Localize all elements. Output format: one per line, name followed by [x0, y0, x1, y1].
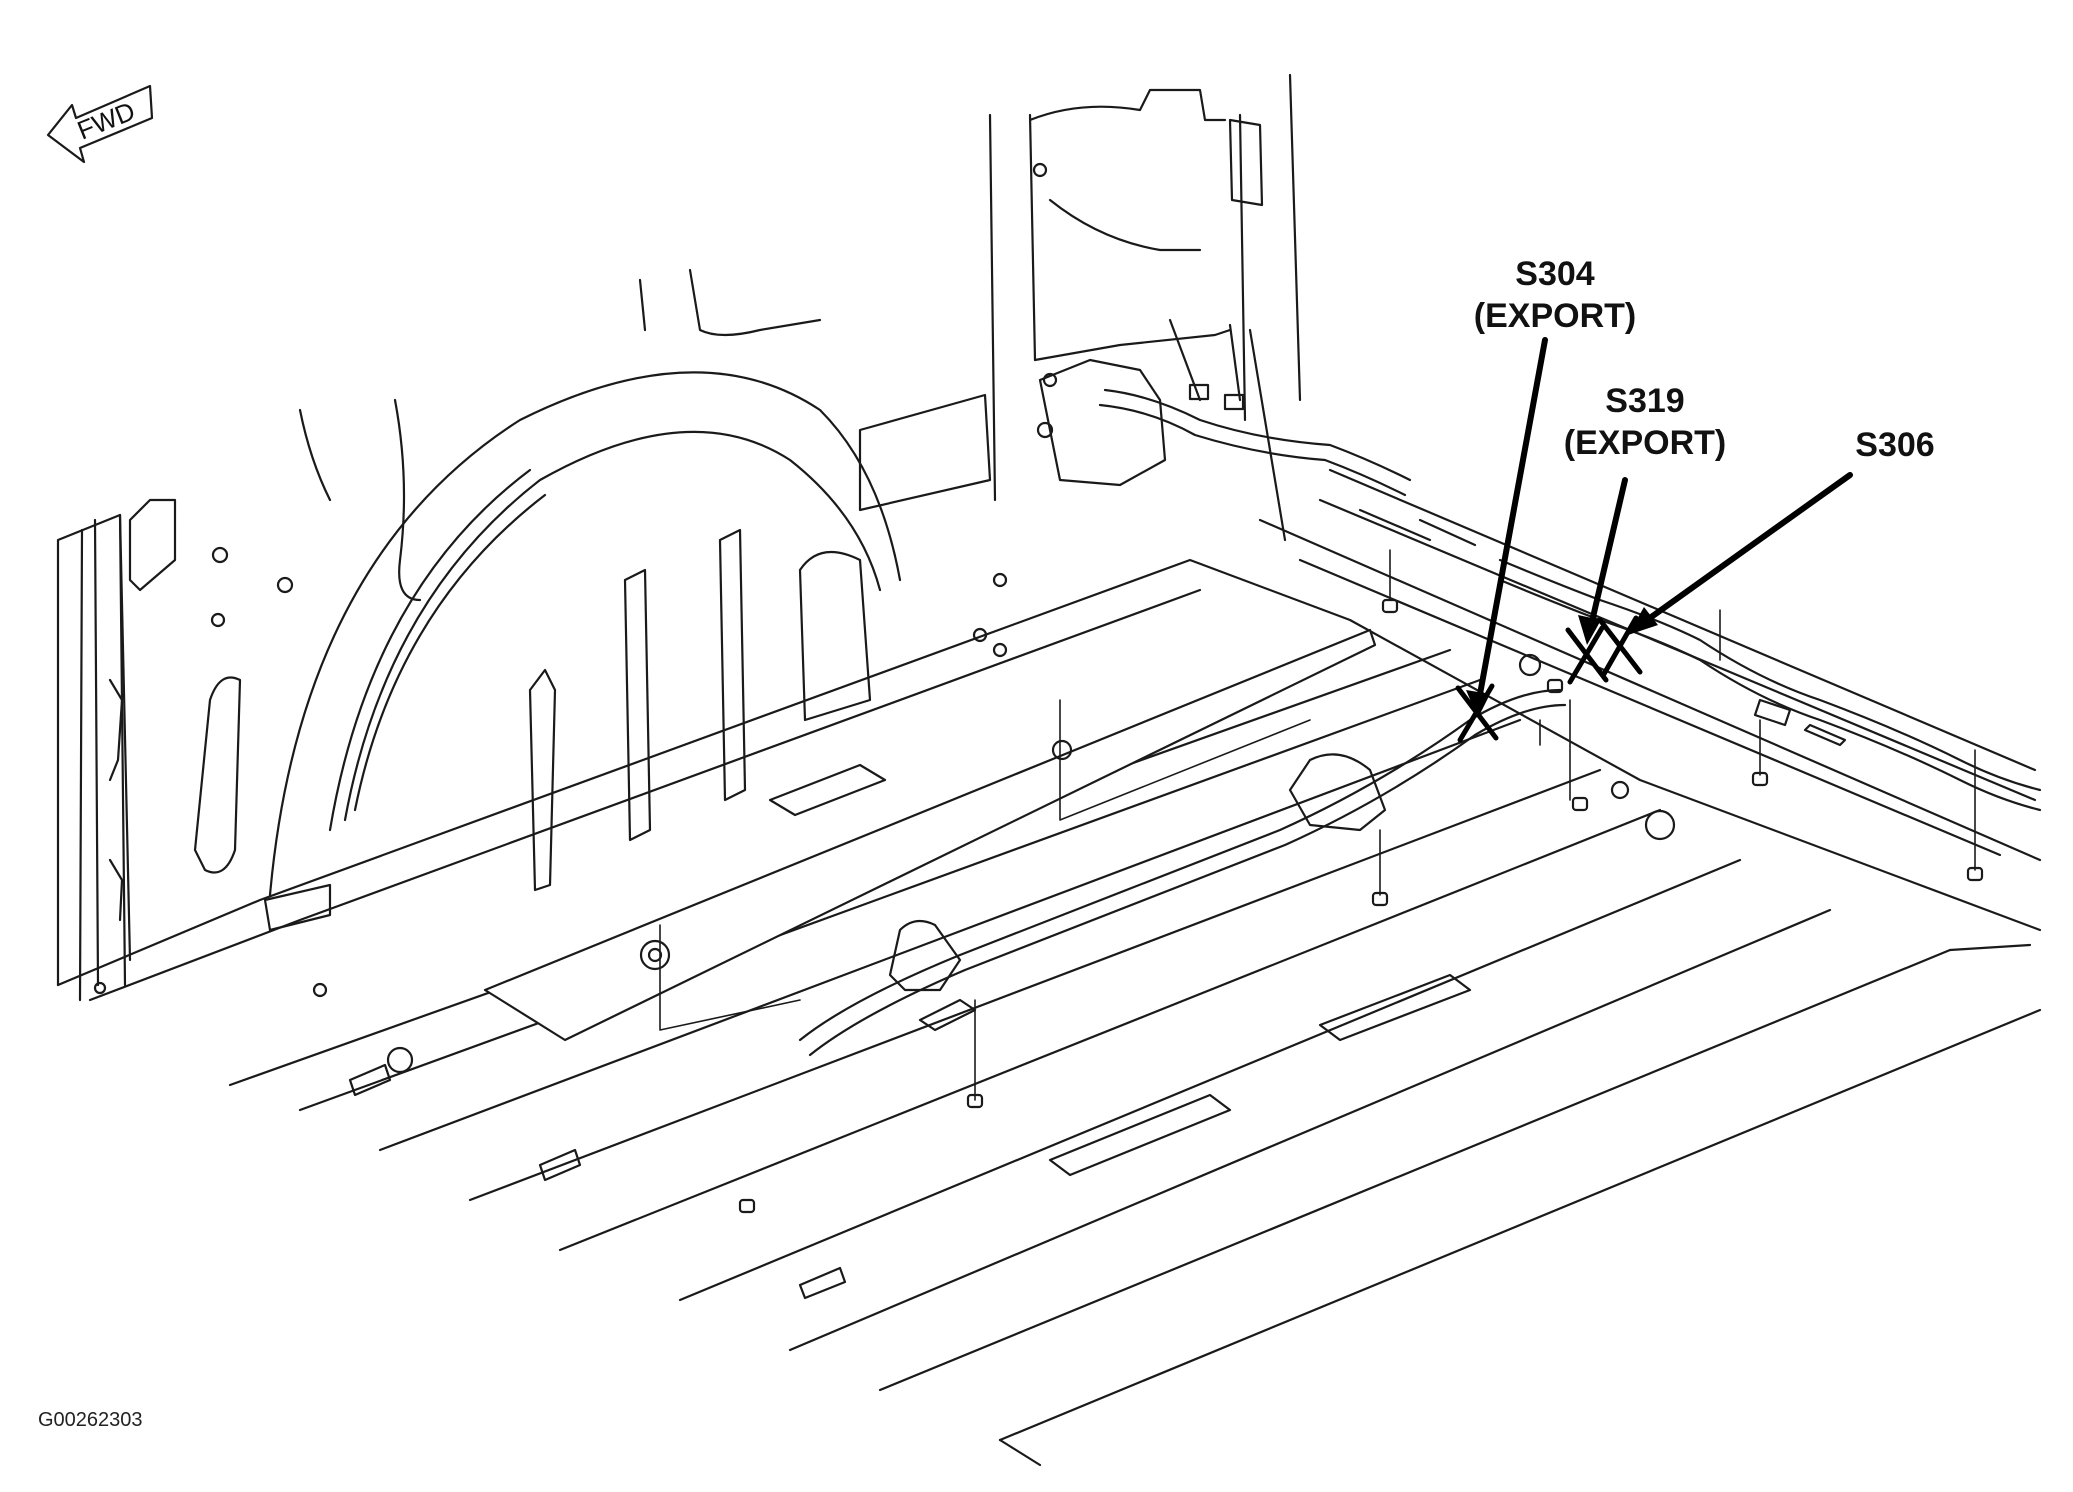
callout-s304-name: S304 [1515, 255, 1594, 293]
floor-pad [483, 628, 1377, 1042]
floor-rib-9 [998, 1008, 2042, 1442]
floor-rib-2 [298, 678, 1482, 1112]
callout-s319-qualifier: (EXPORT) [1564, 424, 1726, 462]
callout-s306-name: S306 [1855, 426, 1934, 464]
callout-labels: S304 (EXPORT) S319 (EXPORT) S306 [1474, 255, 1935, 464]
splice-marker-s306 [1597, 615, 1643, 677]
floor-rib-4 [468, 768, 1602, 1202]
stiffener-rib-3 [718, 528, 747, 802]
body-structure [56, 73, 2042, 1467]
floor-rib-5 [558, 808, 1662, 1252]
stiffener-rib-1 [528, 668, 557, 892]
stiffener-rib-2 [623, 568, 652, 842]
fwd-indicator: FWD [46, 84, 154, 164]
b-pillar [988, 88, 1227, 502]
floor-pan-outline [56, 558, 2042, 987]
splice-marker-s319 [1565, 625, 1609, 685]
left-side-panel [56, 513, 127, 987]
wheel-house-outer [268, 371, 902, 897]
rear-upper-panel [298, 398, 422, 602]
figure-id: G00262303 [38, 1409, 143, 1431]
callout-s319-name: S319 [1605, 382, 1684, 420]
floor-rib-7 [788, 908, 1832, 1352]
left-window-cutout [193, 676, 242, 874]
left-pillar [78, 513, 132, 1002]
wheel-house-inner [343, 430, 882, 822]
floor-rib-3 [378, 718, 1522, 1152]
rocker-sill [1298, 468, 2037, 857]
wire-harness-upper [1103, 388, 1412, 482]
wire-harness-floor [798, 688, 1562, 1042]
floor-rib-6 [678, 858, 1742, 1302]
floor-rib-8 [878, 948, 1952, 1392]
forward-arrow-icon [46, 84, 154, 164]
callout-s304-qualifier: (EXPORT) [1474, 297, 1636, 335]
callout-leaders [1466, 337, 1853, 718]
